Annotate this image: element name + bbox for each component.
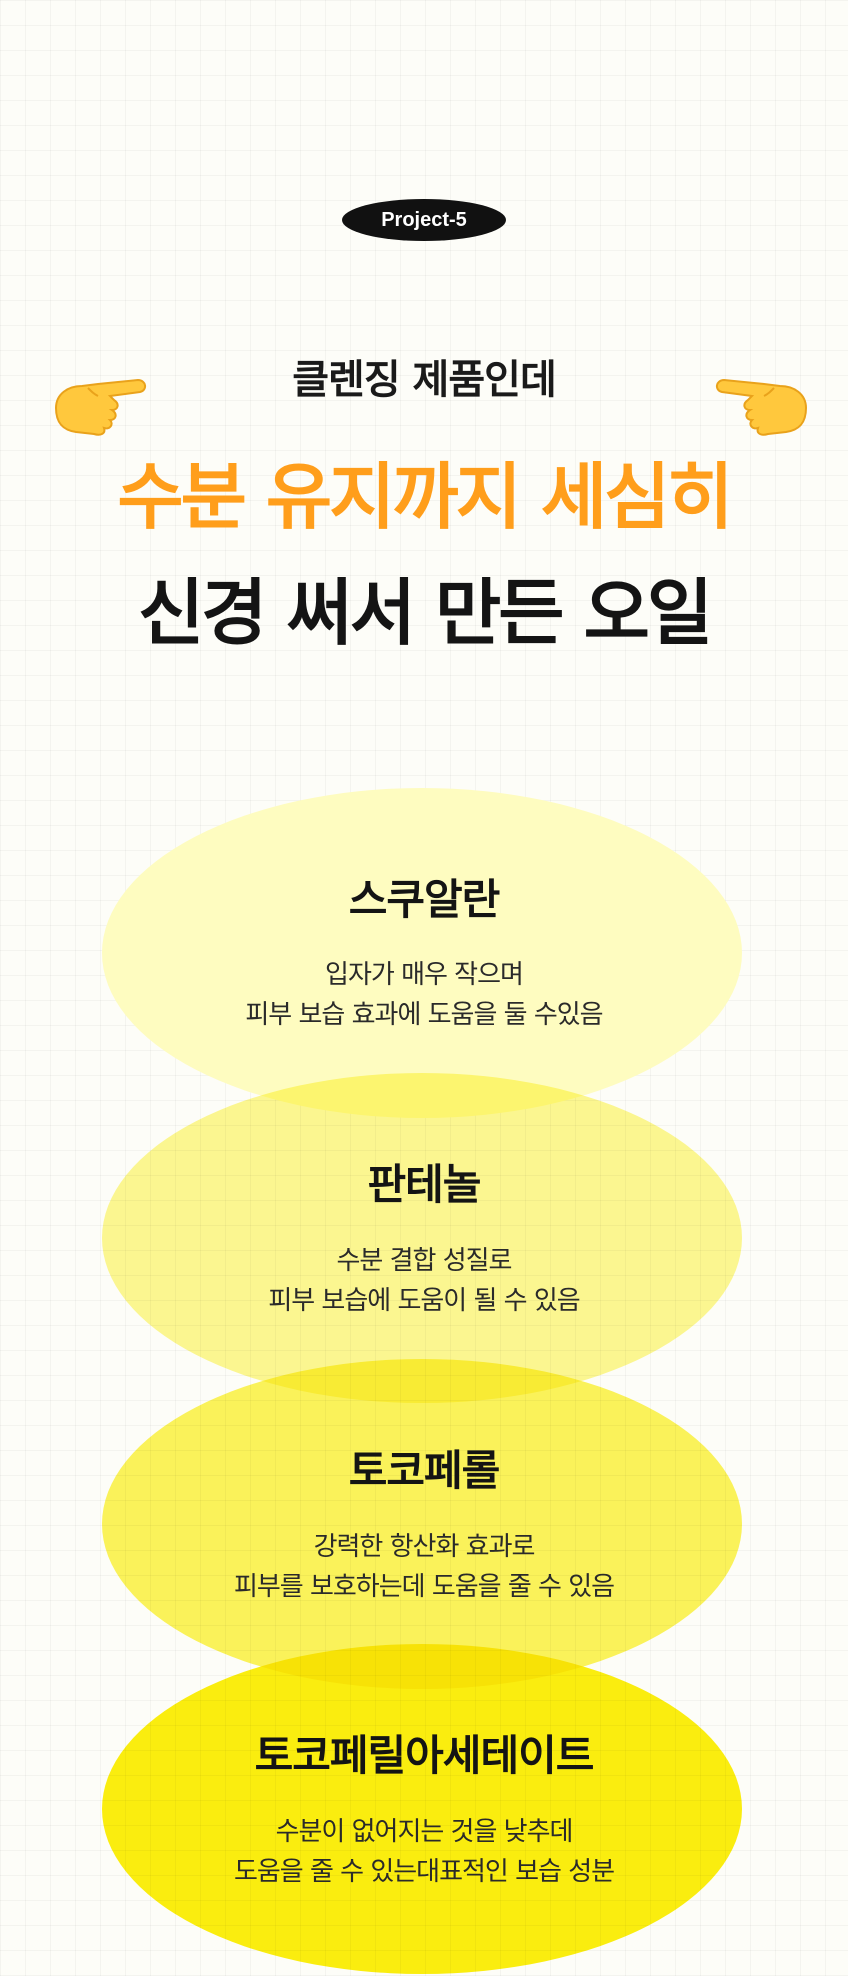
ingredient-bubble-4: [102, 1644, 742, 1974]
page-subtitle: 클렌징 제품인데: [292, 357, 557, 403]
pointing-right-hand-icon: [54, 378, 146, 436]
ingredient-description-line: 수분이 없어지는 것을 낮추데: [275, 1817, 574, 1847]
ingredient-bubble-1: [102, 788, 742, 1118]
project-badge: Project-5: [342, 199, 506, 241]
ingredient-name: 판테놀: [367, 1160, 482, 1209]
ingredient-description-line: 수분 결합 성질로: [336, 1246, 513, 1276]
headline-line-2: 신경 써서 만든 오일: [137, 571, 713, 655]
ingredient-bubble-3: [102, 1359, 742, 1689]
ingredient-name: 토코페롤: [348, 1446, 501, 1495]
pointing-left-hand-icon: [716, 378, 808, 436]
ingredient-description-line: 도움을 줄 수 있는대표적인 보습 성분: [233, 1857, 615, 1887]
ingredient-description-line: 피부 보습 효과에 도움을 둘 수있음: [245, 1000, 603, 1030]
ingredient-description-line: 입자가 매우 작으며: [325, 960, 524, 990]
ingredient-name: 스쿠알란: [348, 875, 501, 924]
ingredient-description-line: 강력한 항산화 효과로: [313, 1532, 536, 1562]
ingredient-name: 토코페릴아세테이트: [254, 1731, 595, 1780]
ingredient-bubble-2: [102, 1073, 742, 1403]
headline-line-1: 수분 유지까지 세심히: [117, 455, 733, 539]
ingredient-description-line: 피부 보습에 도움이 될 수 있음: [268, 1286, 580, 1316]
ingredient-description-line: 피부를 보호하는데 도움을 줄 수 있음: [233, 1572, 615, 1602]
